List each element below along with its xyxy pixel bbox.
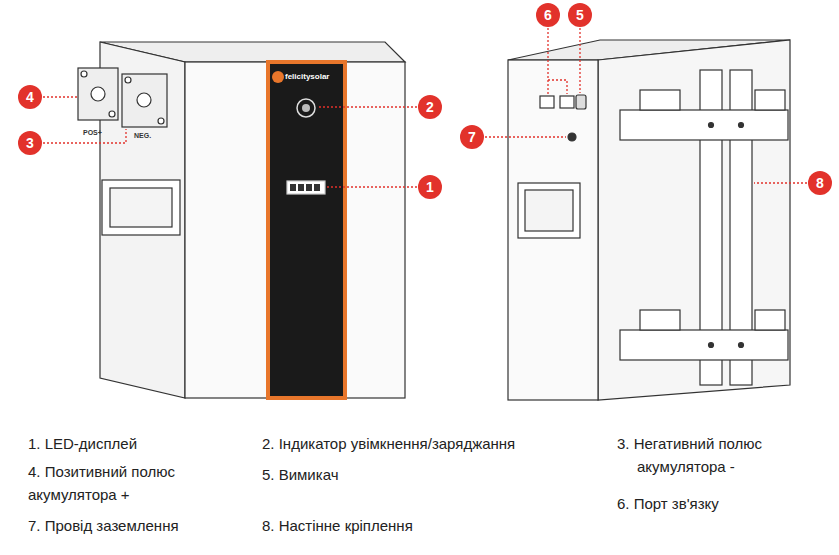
battery-back (598, 40, 790, 400)
mount-hook (755, 310, 785, 330)
leader-line (43, 129, 126, 143)
callout-number: 6 (536, 3, 560, 27)
carry-handle (518, 183, 580, 238)
callout-text: 5 (576, 8, 584, 22)
battery-front-view (78, 42, 405, 398)
callout-number: 7 (460, 125, 484, 149)
terminal-bolt (137, 93, 151, 107)
leader-line (485, 136, 566, 137)
callout-text: 1 (426, 180, 434, 194)
callout-number: 8 (808, 171, 832, 195)
callout-text: 3 (26, 136, 34, 150)
led-segment (314, 184, 320, 191)
callout-text: 8 (816, 176, 824, 190)
callout-number: 5 (568, 3, 592, 27)
carry-handle (102, 180, 180, 235)
ground-point (568, 133, 576, 141)
battery-front (185, 62, 405, 398)
front-panel (268, 62, 345, 398)
carry-handle-inner (525, 190, 573, 231)
mount-bar (620, 110, 788, 140)
led-display (287, 181, 325, 194)
callout-number: 1 (418, 175, 442, 199)
carry-handle-inner (110, 188, 172, 227)
battery-side (508, 60, 598, 400)
comm-port (560, 96, 574, 108)
callout-text: 4 (26, 90, 34, 104)
callout-number: 3 (18, 131, 42, 155)
terminal-bolt (91, 87, 105, 101)
callout-text: 2 (426, 100, 434, 114)
terminal-screw (158, 118, 164, 124)
leader-line (548, 28, 567, 94)
led-segment (298, 184, 304, 191)
battery-rear-view (508, 40, 790, 400)
terminal-screw (109, 111, 115, 117)
mount-hole (709, 343, 714, 348)
terminal-screw (81, 71, 87, 77)
logo-mark (272, 71, 284, 83)
leader-line (43, 96, 77, 97)
callout-number: 2 (418, 95, 442, 119)
callout-text: 7 (468, 130, 476, 144)
leader-line (754, 182, 807, 183)
mount-bar (620, 330, 788, 360)
negative-terminal (122, 74, 167, 127)
callout-text: 6 (544, 8, 552, 22)
mount-hook (640, 90, 680, 110)
terminal-label: NEG. (134, 131, 164, 140)
terminal-screw (125, 77, 131, 83)
legend-item: 4. Позитивний полюс акумулятора + (28, 460, 228, 506)
legend-item: 5. Вимикач (262, 463, 482, 486)
legend-item: 7. Провід заземлення (28, 514, 248, 537)
mount-hole (739, 123, 744, 128)
comm-port (540, 96, 554, 108)
brand-logo: felicitysolar (285, 72, 345, 82)
power-indicator (297, 99, 315, 117)
terminal-label: POS+ (83, 128, 113, 137)
mount-hook (640, 310, 680, 330)
mount-hook (755, 90, 785, 110)
legend-item: 1. LED-дисплей (28, 432, 248, 455)
leader-line (327, 186, 417, 187)
mount-hole (739, 343, 744, 348)
power-indicator-core (302, 104, 310, 112)
led-segment (306, 184, 312, 191)
leader-lines (43, 28, 807, 187)
legend-item: 8. Настінне кріплення (262, 514, 522, 537)
leader-line (579, 28, 580, 93)
legend-item: 3. Негативний полюс акумулятора - (617, 432, 827, 478)
power-switch (576, 95, 586, 109)
positive-terminal (78, 68, 118, 120)
legend-item: 2. Індикатор увімкнення/заряджання (262, 432, 612, 455)
mount-hole (709, 123, 714, 128)
callout-number: 4 (18, 85, 42, 109)
legend-item: 6. Порт зв'язку (617, 492, 827, 515)
leader-line (318, 106, 417, 107)
led-segment (290, 184, 296, 191)
